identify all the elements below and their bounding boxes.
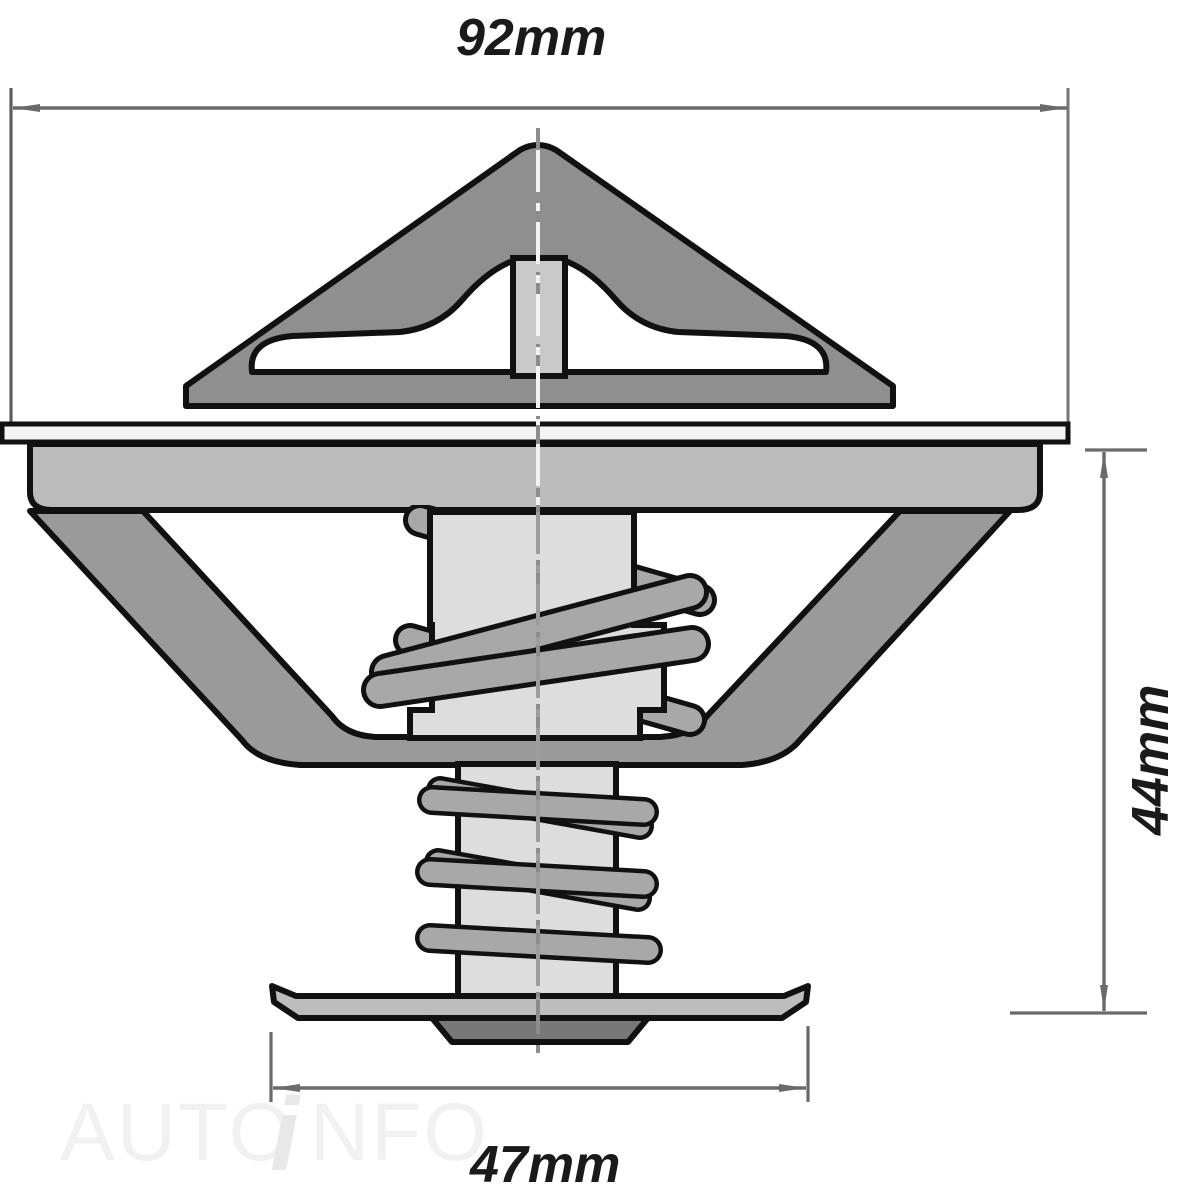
watermark-prefix: AUTO bbox=[60, 1087, 294, 1178]
dimension-label-width: 92mm bbox=[456, 9, 606, 67]
watermark-suffix: NFO bbox=[310, 1087, 489, 1178]
arrow-bottom-icon bbox=[1100, 985, 1108, 1011]
arrow-left-icon bbox=[273, 1084, 300, 1092]
upper-flange bbox=[0, 421, 1071, 513]
dimension-width-92mm: 92mm bbox=[9, 9, 1070, 428]
dimension-label-height: 44mm bbox=[1122, 685, 1180, 836]
watermark-accent-icon: i bbox=[270, 1077, 301, 1193]
arrow-left-icon bbox=[13, 104, 40, 112]
flange-rim bbox=[0, 421, 1071, 445]
dimension-height-44mm: 44mm bbox=[1010, 448, 1180, 1015]
cone-wall bbox=[27, 508, 1013, 768]
bracket-cutout-left bbox=[248, 259, 516, 375]
flange-band bbox=[27, 441, 1043, 513]
arrow-right-icon bbox=[1040, 104, 1067, 112]
cone-body bbox=[27, 508, 1013, 768]
dimension-label-valve: 47mm bbox=[469, 1136, 620, 1194]
arrow-right-icon bbox=[779, 1084, 806, 1092]
arrow-top-icon bbox=[1100, 452, 1108, 478]
bracket-cutout-right bbox=[562, 259, 830, 375]
watermark: AUTO i NFO bbox=[60, 1077, 489, 1193]
dimension-valve-47mm: 47mm bbox=[269, 1026, 810, 1194]
